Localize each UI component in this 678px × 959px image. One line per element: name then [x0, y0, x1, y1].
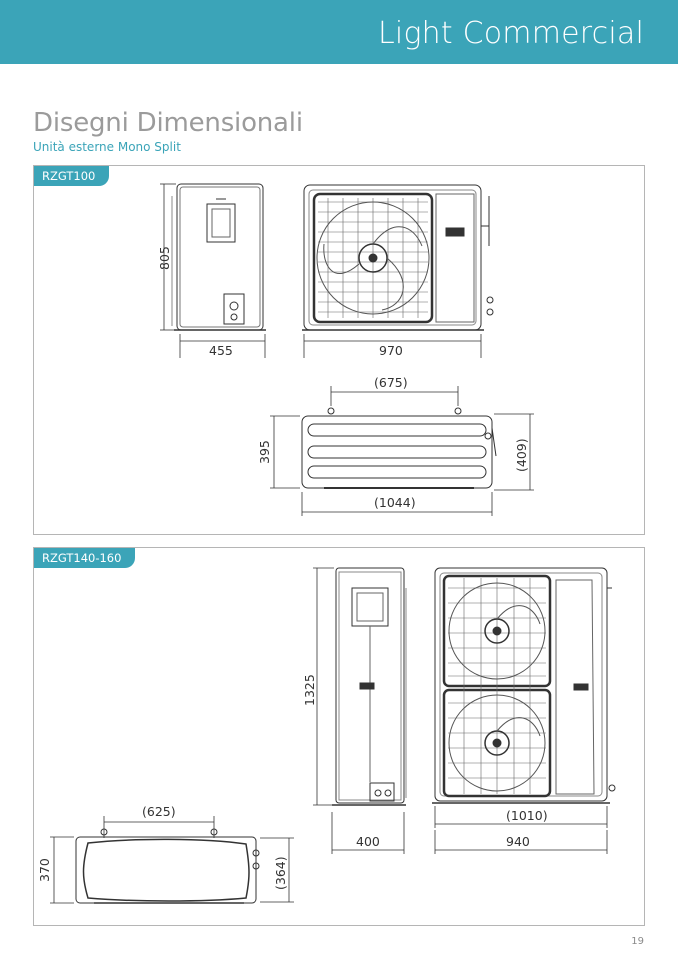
panel-tab-rzgt100: RZGT100 [34, 166, 110, 186]
drawing-rzgt100: 805 455 970 (675) 395 (409) (1044) [157, 183, 534, 516]
front-view-drawing [302, 184, 494, 331]
dim-base-width-1044: (1044) [374, 495, 416, 510]
dim-width-970: 970 [379, 343, 403, 358]
dim-base-depth-395: 395 [257, 440, 272, 464]
dim-depth-455: 455 [209, 343, 233, 358]
page-title: Disegni Dimensionali [33, 108, 303, 138]
panel-tab-rzgt140-160: RZGT140-160 [34, 548, 136, 568]
dim-mount-spacing-625: (625) [142, 804, 176, 819]
dim-base-depth-outer-364: (364) [273, 856, 288, 890]
dim-height-805: 805 [157, 246, 172, 270]
header-title: Light Commercial [378, 16, 644, 51]
dim-base-depth-370: 370 [37, 858, 52, 882]
page-subtitle: Unità esterne Mono Split [33, 140, 181, 154]
page-number: 19 [631, 936, 644, 947]
side-view-drawing [171, 183, 266, 331]
header-bar: Light Commercial [0, 0, 678, 64]
side-view-drawing [332, 567, 407, 806]
dim-height-1325: 1325 [302, 674, 317, 706]
base-view-drawing [301, 407, 497, 489]
dim-base-depth-outer-409: (409) [514, 438, 529, 472]
dim-mount-spacing-675: (675) [374, 375, 408, 390]
drawing-rzgt140-160: 1325 400 (1010) 940 (625) 370 (364) [37, 567, 616, 904]
base-view-drawing [75, 828, 260, 904]
panel-rzgt100: 805 455 970 (675) 395 (409) (1044) RZGT1… [33, 165, 645, 535]
dim-width-inner-1010: (1010) [506, 808, 548, 823]
dim-width-940: 940 [506, 834, 530, 849]
front-view-drawing [432, 567, 616, 804]
panel-rzgt140-160: 1325 400 (1010) 940 (625) 370 (364) RZGT… [33, 547, 645, 926]
dim-depth-400: 400 [356, 834, 380, 849]
